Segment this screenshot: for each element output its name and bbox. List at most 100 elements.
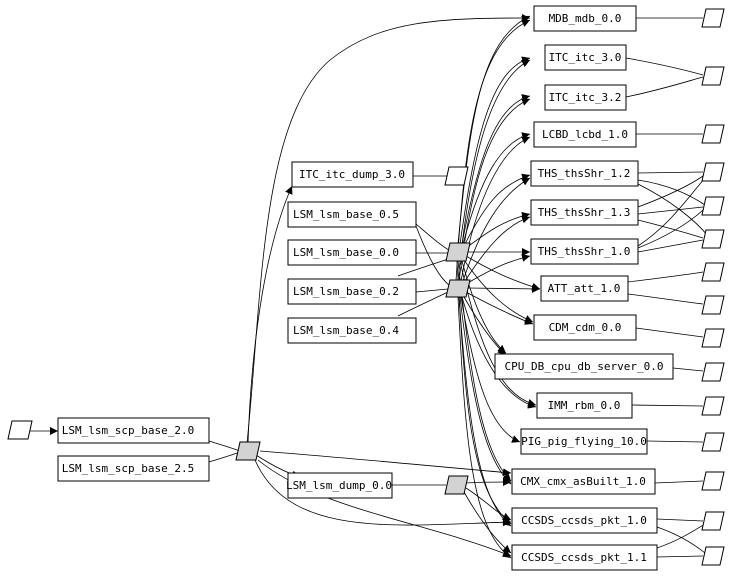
node-cmx[interactable]: CMX_cmx_asBuilt_1.0 <box>511 468 656 495</box>
node-lsm-base-0-0[interactable]: LSM_lsm_base_0.0 <box>287 239 417 266</box>
edge-ths-1-2-to-out-a <box>637 171 704 174</box>
edge-hub-a-to-cdm <box>463 259 534 323</box>
edge-att-to-out-b <box>627 293 704 305</box>
output-port-pig <box>701 432 725 452</box>
node-label: THS_thsShr_1.3 <box>538 206 631 219</box>
output-port-ccsds-b <box>701 546 725 566</box>
edge-ths-1-0-to-out-c <box>637 239 704 253</box>
node-label: THS_thsShr_1.2 <box>538 167 631 180</box>
output-port-lcbd <box>701 124 725 144</box>
node-att[interactable]: ATT_att_1.0 <box>540 275 629 302</box>
edge-hub-b-to-itc-3-2 <box>458 98 531 282</box>
edge-hub-to-itc-dump <box>247 185 293 444</box>
node-label: IMM_rbm_0.0 <box>548 399 621 412</box>
node-ccsds-1-0[interactable]: CCSDS_ccsds_pkt_1.0 <box>511 507 658 534</box>
edge-lsm-0-5-to-hub-a <box>415 223 453 253</box>
edge-ths-1-2-to-out-b <box>637 179 706 206</box>
edge-hub-b-to-ths-1-2 <box>462 177 531 282</box>
node-lsm-base-0-5[interactable]: LSM_lsm_base_0.5 <box>287 201 417 228</box>
edge-ths-1-0-to-out-a <box>637 177 706 247</box>
output-port-itc <box>701 66 725 86</box>
edge-cmx-to-out <box>654 480 704 484</box>
node-label: CMX_cmx_asBuilt_1.0 <box>520 475 646 488</box>
edge-hub-to-ccsds-1-1 <box>257 459 512 557</box>
node-ths-1-3[interactable]: THS_thsShr_1.3 <box>530 199 639 226</box>
edge-ths-1-3-to-out-b <box>637 206 704 215</box>
node-itc-dump[interactable]: ITC_itc_dump_3.0 <box>291 161 414 188</box>
input-port <box>7 420 33 440</box>
edge-hub-a-to-att <box>465 255 541 291</box>
node-lsm-dump[interactable]: LSM_lsm_dump_0.0 <box>286 472 393 499</box>
output-port-att-b <box>701 295 725 315</box>
node-lsm-base-0-2[interactable]: LSM_lsm_base_0.2 <box>287 278 417 305</box>
edge-scp-2-5-to-hub <box>208 451 241 463</box>
edge-lsm-0-2-to-hub-b <box>415 288 449 293</box>
edge-cdm-to-out <box>635 327 704 338</box>
edge-hub-b-to-att <box>467 284 541 293</box>
connectors <box>7 8 725 566</box>
edge-hub-c-to-cmx <box>465 478 512 487</box>
edge-hub-b-to-cmx <box>459 296 512 485</box>
output-port-cdm <box>701 328 725 348</box>
node-ths-1-2[interactable]: THS_thsShr_1.2 <box>530 160 639 187</box>
edge-hub-b-to-imm <box>461 296 537 409</box>
itc-dump-output-port <box>444 166 469 186</box>
edge-hub-a-to-ths-1-2 <box>464 173 531 245</box>
output-port-ccsds-a <box>701 511 725 531</box>
node-itc-3-0[interactable]: ITC_itc_3.0 <box>544 44 627 71</box>
edge-hub-a-to-cmx <box>457 260 512 482</box>
node-mdb[interactable]: MDB_mdb_0.0 <box>533 5 637 32</box>
output-port-ths-b <box>701 196 725 216</box>
output-port-cpudb <box>701 362 725 382</box>
output-port-cmx <box>701 471 725 491</box>
hub-scp <box>235 441 261 461</box>
edge-hub-to-cmx <box>259 450 512 477</box>
edge-itc-3-0-to-out <box>625 57 704 76</box>
node-ccsds-1-1[interactable]: CCSDS_ccsds_pkt_1.1 <box>511 544 658 571</box>
edges <box>30 14 709 559</box>
hub-lsm-a <box>445 242 471 262</box>
node-label: CCSDS_ccsds_pkt_1.1 <box>521 551 647 564</box>
edge-ths-1-3-to-out-a <box>637 175 704 208</box>
node-lsm-base-0-4[interactable]: LSM_lsm_base_0.4 <box>287 317 417 344</box>
edge-hub-b-to-ths-1-0 <box>465 253 531 285</box>
edge-hub-b-to-cpudb <box>463 296 507 356</box>
edge-hub-c-to-ccsds-1-0 <box>465 487 512 521</box>
node-lsm-scp-base-2-5[interactable]: LSM_lsm_scp_base_2.5 <box>57 455 210 482</box>
node-ths-1-0[interactable]: THS_thsShr_1.0 <box>530 238 639 265</box>
output-port-att-a <box>701 262 725 282</box>
node-cdm[interactable]: CDM_cdm_0.0 <box>533 314 637 341</box>
edge-ccsds-1-1-to-out-a <box>656 523 706 549</box>
node-pig[interactable]: PIG_pig_flying_10.0 <box>520 428 648 455</box>
node-cpu-db[interactable]: CPU_DB_cpu_db_server_0.0 <box>494 353 674 380</box>
node-label: ITC_itc_3.0 <box>549 51 622 64</box>
edge-scp-2-0-to-hub <box>208 440 241 452</box>
node-label: LSM_lsm_scp_base_2.0 <box>62 424 194 437</box>
edge-hub-a-to-itc-3-2 <box>461 94 531 245</box>
node-label: PIG_pig_flying_10.0 <box>521 435 647 448</box>
node-lcbd[interactable]: LCBD_lcbd_1.0 <box>533 121 637 148</box>
node-imm[interactable]: IMM_rbm_0.0 <box>536 392 633 419</box>
node-label: LCBD_lcbd_1.0 <box>542 128 628 141</box>
edge-hub-b-to-itc-3-0 <box>457 59 531 282</box>
output-port-imm <box>701 396 725 416</box>
edge-hub-b-to-pig <box>460 296 521 443</box>
node-label: MDB_mdb_0.0 <box>549 12 622 25</box>
node-label: LSM_lsm_base_0.5 <box>293 208 399 221</box>
edge-ccsds-1-1-to-out-b <box>656 555 704 558</box>
output-port-ths-c <box>701 229 725 249</box>
nodes: MDB_mdb_0.0 ITC_itc_3.0 ITC_itc_3.2 LCBD… <box>57 5 674 571</box>
edge-hub-a-to-imm <box>459 260 537 407</box>
node-label: LSM_lsm_base_0.2 <box>293 285 399 298</box>
node-lsm-scp-base-2-0[interactable]: LSM_lsm_scp_base_2.0 <box>57 417 210 444</box>
edge-att-to-out-a <box>627 271 704 283</box>
edge-itc-3-2-to-out <box>625 76 704 98</box>
node-itc-3-2[interactable]: ITC_itc_3.2 <box>544 84 627 111</box>
hub-lsm-dump <box>444 475 469 495</box>
edge-lsm-0-5-to-hub-b <box>415 225 451 287</box>
node-label: LSM_lsm_base_0.0 <box>293 246 399 259</box>
node-label: LSM_lsm_base_0.4 <box>293 324 399 337</box>
node-label: CDM_cdm_0.0 <box>549 321 622 334</box>
